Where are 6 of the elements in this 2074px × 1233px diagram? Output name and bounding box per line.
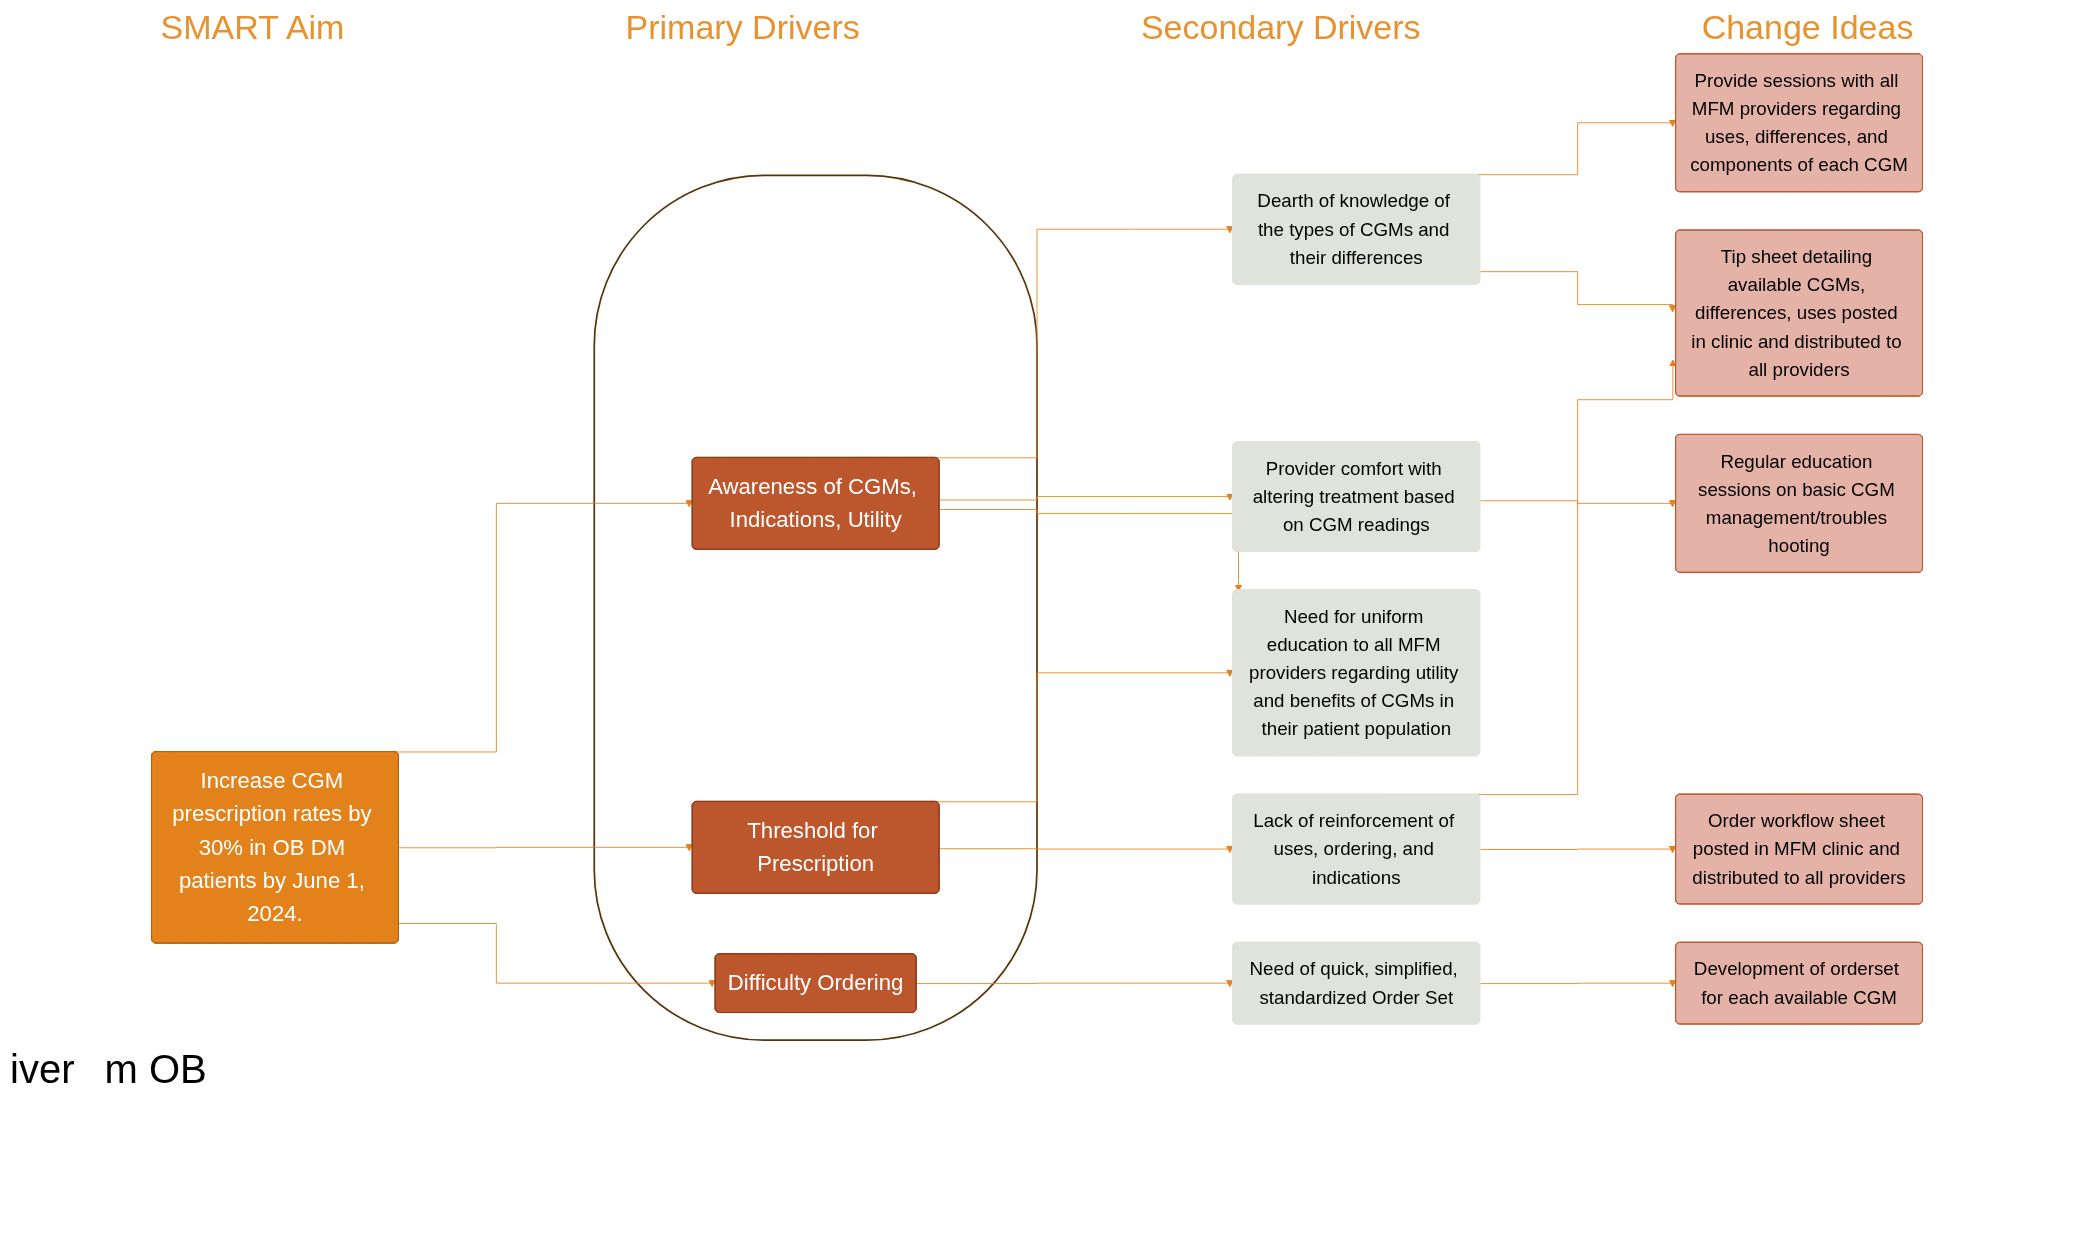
cut-off-text: m OB	[104, 1047, 207, 1091]
column-heading: Primary Drivers	[625, 8, 860, 47]
cut-off-text: iver	[10, 1047, 75, 1091]
column-heading: Change Ideas	[1701, 8, 1914, 47]
column-heading: SMART Aim	[160, 8, 345, 47]
column-heading: Secondary Drivers	[1140, 8, 1421, 47]
